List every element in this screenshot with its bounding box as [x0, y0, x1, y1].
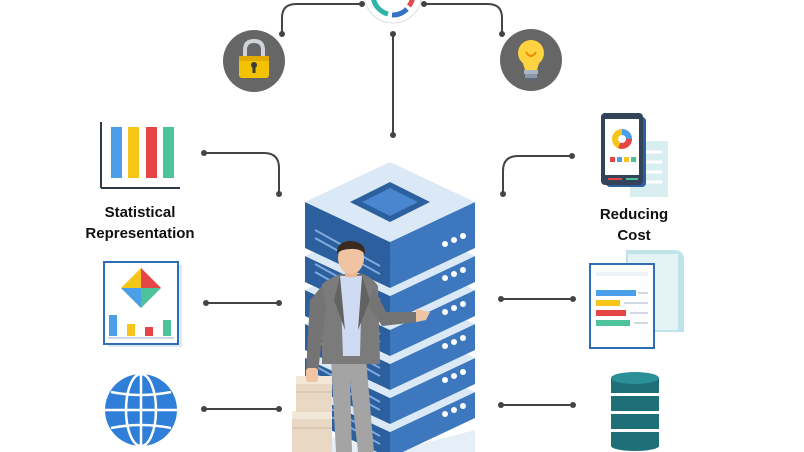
report-document-icon	[589, 250, 684, 349]
padlock-icon	[223, 30, 285, 92]
lightbulb-icon	[500, 29, 562, 91]
caption-reducing-cost: Reducing Cost	[574, 204, 694, 246]
paper-stack	[292, 376, 332, 452]
globe-icon	[105, 372, 177, 448]
caption-line: Statistical	[104, 204, 176, 221]
mobile-dashboard-icon	[601, 113, 668, 197]
database-icon	[611, 372, 659, 451]
pyramid-chart-icon	[103, 261, 182, 347]
caption-line: Representation	[85, 225, 195, 242]
caption-line: Cost	[617, 227, 651, 244]
connector-right-1	[502, 155, 572, 194]
connector-left-1	[204, 152, 280, 194]
caption-statistical-representation: Statistical Representation	[70, 202, 210, 244]
analytics-dial-icon	[364, 0, 422, 24]
caption-line: Reducing	[599, 206, 669, 223]
connector-top-right	[424, 3, 503, 34]
connector-top-left	[281, 3, 362, 34]
bar-chart-icon	[98, 118, 186, 194]
connectors	[201, 1, 576, 412]
businessman-presenter	[292, 241, 430, 452]
